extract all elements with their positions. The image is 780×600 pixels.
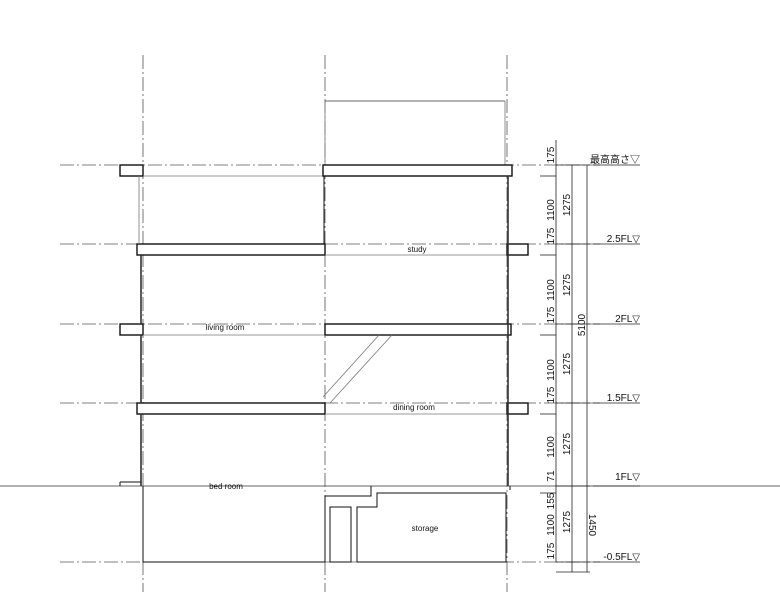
dim-text: 1275 bbox=[562, 432, 573, 455]
room-label-study: study bbox=[407, 245, 426, 254]
level-labels: 最高高さ▽ 2.5FL▽ 2FL▽ 1.5FL▽ 1FL▽ -0.5FL▽ bbox=[590, 153, 640, 563]
dim-text: 175 bbox=[546, 146, 557, 163]
slabs bbox=[119, 164, 529, 415]
level-label-1fl: 1FL▽ bbox=[615, 472, 640, 483]
level-label-minus-0.5fl: -0.5FL▽ bbox=[603, 552, 640, 563]
dim-text: 1450 bbox=[586, 514, 597, 537]
roof-parapet bbox=[324, 100, 506, 165]
room-label-bed-room: bed room bbox=[209, 482, 243, 491]
dim-text: 1275 bbox=[562, 510, 573, 533]
dim-text: 1275 bbox=[562, 352, 573, 375]
walls bbox=[119, 176, 511, 490]
dim-text: 175 bbox=[546, 306, 557, 323]
dim-text: 175 bbox=[546, 386, 557, 403]
room-label-dining-room: dining room bbox=[393, 403, 435, 412]
dim-text: 71 bbox=[546, 470, 557, 482]
level-label-max-height: 最高高さ▽ bbox=[590, 153, 640, 166]
level-label-2.5fl: 2.5FL▽ bbox=[607, 234, 641, 245]
dim-text: 1275 bbox=[562, 193, 573, 216]
dim-text: 1100 bbox=[546, 514, 557, 536]
dim-text: 5100 bbox=[577, 313, 588, 336]
floor-height-dimensions: 1275 1275 1275 1275 1275 bbox=[562, 193, 573, 533]
dim-text: 155 bbox=[546, 492, 557, 509]
dim-text: 1100 bbox=[546, 436, 557, 458]
level-label-1.5fl: 1.5FL▽ bbox=[607, 393, 641, 404]
dimension-lines bbox=[540, 140, 640, 573]
total-dimensions: 5100 1450 bbox=[577, 313, 597, 536]
basement bbox=[142, 486, 507, 563]
dim-text: 1275 bbox=[562, 273, 573, 296]
dim-text: 1100 bbox=[546, 279, 557, 301]
level-label-2fl: 2FL▽ bbox=[615, 314, 640, 325]
dim-text: 175 bbox=[546, 227, 557, 244]
dim-text: 1100 bbox=[546, 359, 557, 381]
segment-dimensions: 175 1100 175 1100 175 1100 175 1100 71 1… bbox=[546, 146, 557, 559]
room-label-living-room: living room bbox=[206, 323, 245, 332]
room-label-storage: storage bbox=[412, 524, 439, 533]
dim-text: 175 bbox=[546, 542, 557, 559]
stair bbox=[322, 334, 393, 404]
dim-text: 1100 bbox=[546, 199, 557, 221]
